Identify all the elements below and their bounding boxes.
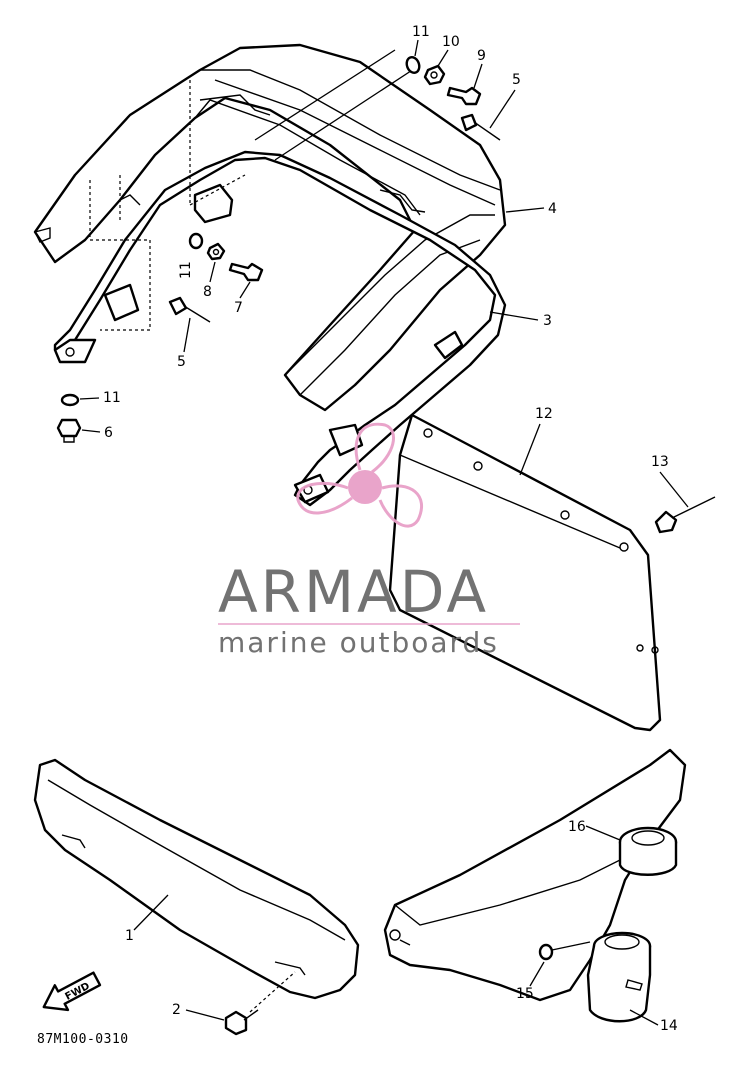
bolt-7	[228, 262, 264, 282]
rivet-13	[654, 496, 716, 534]
clip-15	[538, 941, 591, 961]
washer-11-mid	[188, 232, 204, 250]
callout-1: 1	[125, 928, 134, 944]
callout-6: 6	[104, 425, 113, 441]
callout-12: 12	[535, 406, 553, 422]
callout-10: 10	[442, 34, 460, 50]
rear-bracket-part	[383, 748, 687, 1002]
screw-2	[224, 1009, 259, 1036]
callout-3: 3	[543, 313, 552, 329]
diagram-code: 87M100-0310	[37, 1032, 129, 1047]
callout-4: 4	[548, 201, 557, 217]
propeller-logo-icon	[296, 422, 424, 528]
nut-8	[206, 242, 226, 261]
washer-11-low	[60, 393, 80, 407]
holder-14	[586, 931, 652, 1023]
nut-10	[423, 64, 446, 86]
bolt-6	[56, 418, 82, 443]
callout-5-top: 5	[512, 72, 521, 88]
handle-bracket-part	[53, 150, 507, 507]
watermark-brand: ARMADA	[218, 558, 489, 626]
screw-5-top	[460, 113, 501, 141]
callout-15: 15	[516, 986, 534, 1002]
fwd-arrow-icon: FWD	[42, 971, 102, 1012]
callout-8: 8	[203, 284, 212, 300]
callout-11-top: 11	[412, 24, 430, 40]
callout-5-low: 5	[177, 354, 186, 370]
watermark-tagline: marine outboards	[218, 626, 499, 659]
callout-11-mid: 11	[178, 261, 194, 279]
callout-14: 14	[660, 1018, 678, 1034]
watermark: ARMADA marine outboards	[218, 422, 520, 659]
screw-5-low	[168, 296, 211, 323]
callout-9: 9	[477, 48, 486, 64]
callout-13: 13	[651, 454, 669, 470]
front-apron-part	[33, 758, 360, 1000]
washer-11-top	[405, 56, 421, 74]
bolt-9	[446, 86, 482, 106]
grommet-16	[618, 826, 678, 876]
callout-2: 2	[172, 1002, 181, 1018]
top-handle-part	[33, 43, 507, 412]
callout-11-low: 11	[103, 390, 121, 406]
callout-16: 16	[568, 819, 586, 835]
callout-7: 7	[234, 300, 243, 316]
